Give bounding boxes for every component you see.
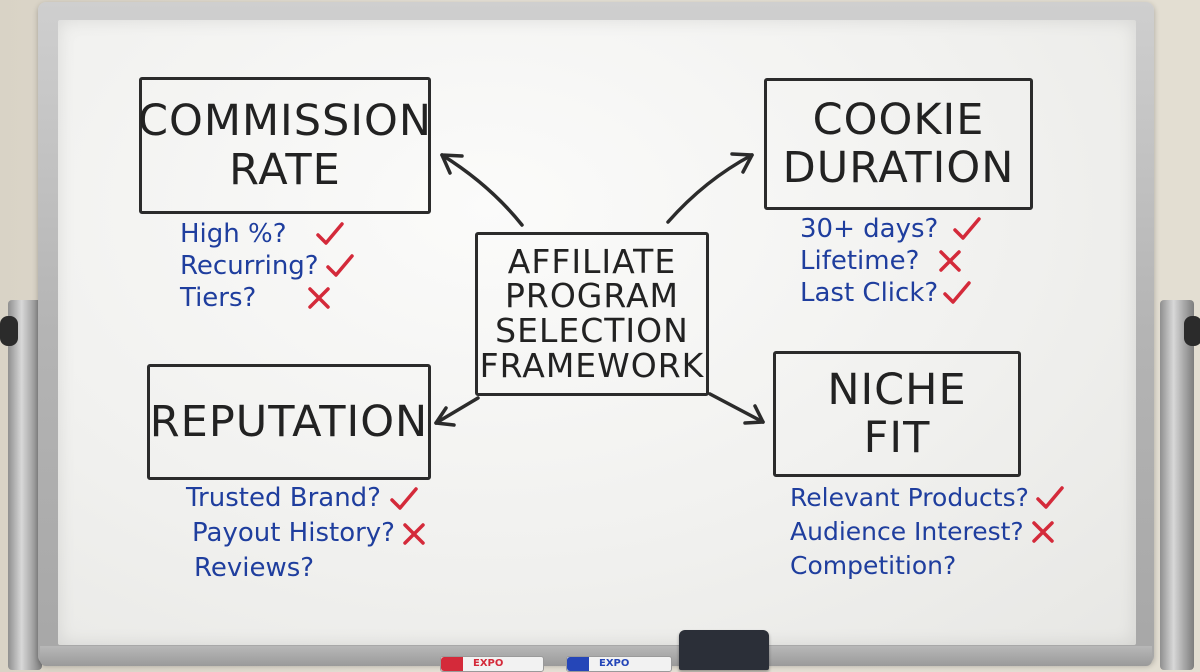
- list-item: Reviews?: [194, 551, 427, 586]
- marker-brand: EXPO: [473, 658, 504, 669]
- list-item: High %?: [180, 218, 355, 250]
- list-item: Relevant Products?: [790, 481, 1065, 515]
- arrow-to-commission: [440, 153, 524, 227]
- red-marker[interactable]: EXPO: [440, 656, 544, 672]
- cross-icon: [1031, 521, 1054, 543]
- commission-title-line: COMMISSION: [137, 96, 433, 147]
- center-line: AFFILIATE: [507, 241, 677, 281]
- reputation-criteria-list: Trusted Brand? Payout History? Reviews?: [186, 481, 427, 586]
- check-icon: [1036, 486, 1064, 509]
- criterion-label: Reviews?: [194, 553, 315, 583]
- arrow-head-reputation: [434, 406, 456, 427]
- cross-icon: [939, 250, 962, 272]
- marker-cap: [441, 657, 463, 671]
- whiteboard-surface: [58, 20, 1136, 645]
- niche-criteria-list: Relevant Products? Audience Interest? Co…: [790, 481, 1065, 583]
- marker-brand: EXPO: [599, 658, 630, 669]
- check-icon: [325, 254, 354, 277]
- arrow-to-reputation: [434, 396, 480, 425]
- criterion-label: 30+ days?: [800, 214, 939, 244]
- criterion-label: Relevant Products?: [790, 483, 1029, 512]
- center-line: PROGRAM: [504, 276, 679, 316]
- arrow-head-niche: [743, 404, 765, 425]
- list-item: Payout History?: [192, 516, 427, 551]
- reputation-title-line: REPUTATION: [149, 396, 429, 447]
- cookie-title-line: COOKIE: [812, 94, 985, 145]
- criterion-label: Tiers?: [180, 283, 257, 313]
- reputation-box: REPUTATION: [147, 364, 431, 480]
- arrow-to-niche: [708, 392, 765, 424]
- check-icon: [390, 486, 418, 510]
- cross-icon: [308, 287, 331, 309]
- stand-right-knob: [1184, 316, 1200, 346]
- cookie-duration-box: COOKIE DURATION: [764, 78, 1033, 210]
- criterion-label: Competition?: [790, 551, 957, 580]
- criterion-label: Recurring?: [180, 251, 319, 281]
- arrow-head-commission: [440, 153, 464, 175]
- check-icon: [953, 217, 982, 240]
- stand-left-post: [8, 300, 42, 670]
- criterion-label: High %?: [180, 219, 287, 249]
- center-line: SELECTION: [495, 311, 689, 350]
- niche-title-line: FIT: [863, 413, 931, 463]
- list-item: Audience Interest?: [790, 515, 1065, 549]
- list-item: Last Click?: [800, 277, 982, 309]
- arrow-to-cookie: [666, 153, 754, 224]
- criterion-label: Trusted Brand?: [186, 483, 381, 513]
- stand-left-knob: [0, 316, 18, 346]
- stand-right-post: [1160, 300, 1194, 670]
- list-item: Trusted Brand?: [186, 481, 427, 516]
- criterion-label: Last Click?: [800, 278, 939, 308]
- niche-title-line: NICHE: [827, 364, 967, 415]
- cookie-title-line: DURATION: [782, 143, 1015, 193]
- list-item: Recurring?: [180, 250, 355, 282]
- commission-title-line: RATE: [229, 144, 341, 195]
- list-item: Tiers?: [180, 282, 355, 314]
- arrow-head-cookie: [730, 152, 754, 174]
- marker-cap: [567, 657, 589, 671]
- commission-criteria-list: High %? Recurring? Tiers?: [180, 218, 355, 314]
- criterion-label: Lifetime?: [800, 246, 920, 276]
- list-item: 30+ days?: [800, 213, 982, 245]
- list-item: Competition?: [790, 549, 1065, 583]
- niche-fit-box: NICHE FIT: [773, 351, 1021, 477]
- list-item: Lifetime?: [800, 245, 982, 277]
- check-icon: [315, 222, 344, 245]
- cookie-criteria-list: 30+ days? Lifetime? Last Click?: [800, 213, 982, 309]
- center-line: FRAMEWORK: [479, 345, 705, 385]
- check-icon: [943, 281, 971, 304]
- center-framework-box: AFFILIATE PROGRAM SELECTION FRAMEWORK: [475, 232, 709, 396]
- cross-icon: [403, 522, 425, 545]
- criterion-label: Payout History?: [192, 518, 395, 548]
- commission-rate-box: COMMISSION RATE: [137, 77, 433, 214]
- whiteboard-eraser[interactable]: [679, 630, 769, 670]
- criterion-label: Audience Interest?: [790, 517, 1024, 546]
